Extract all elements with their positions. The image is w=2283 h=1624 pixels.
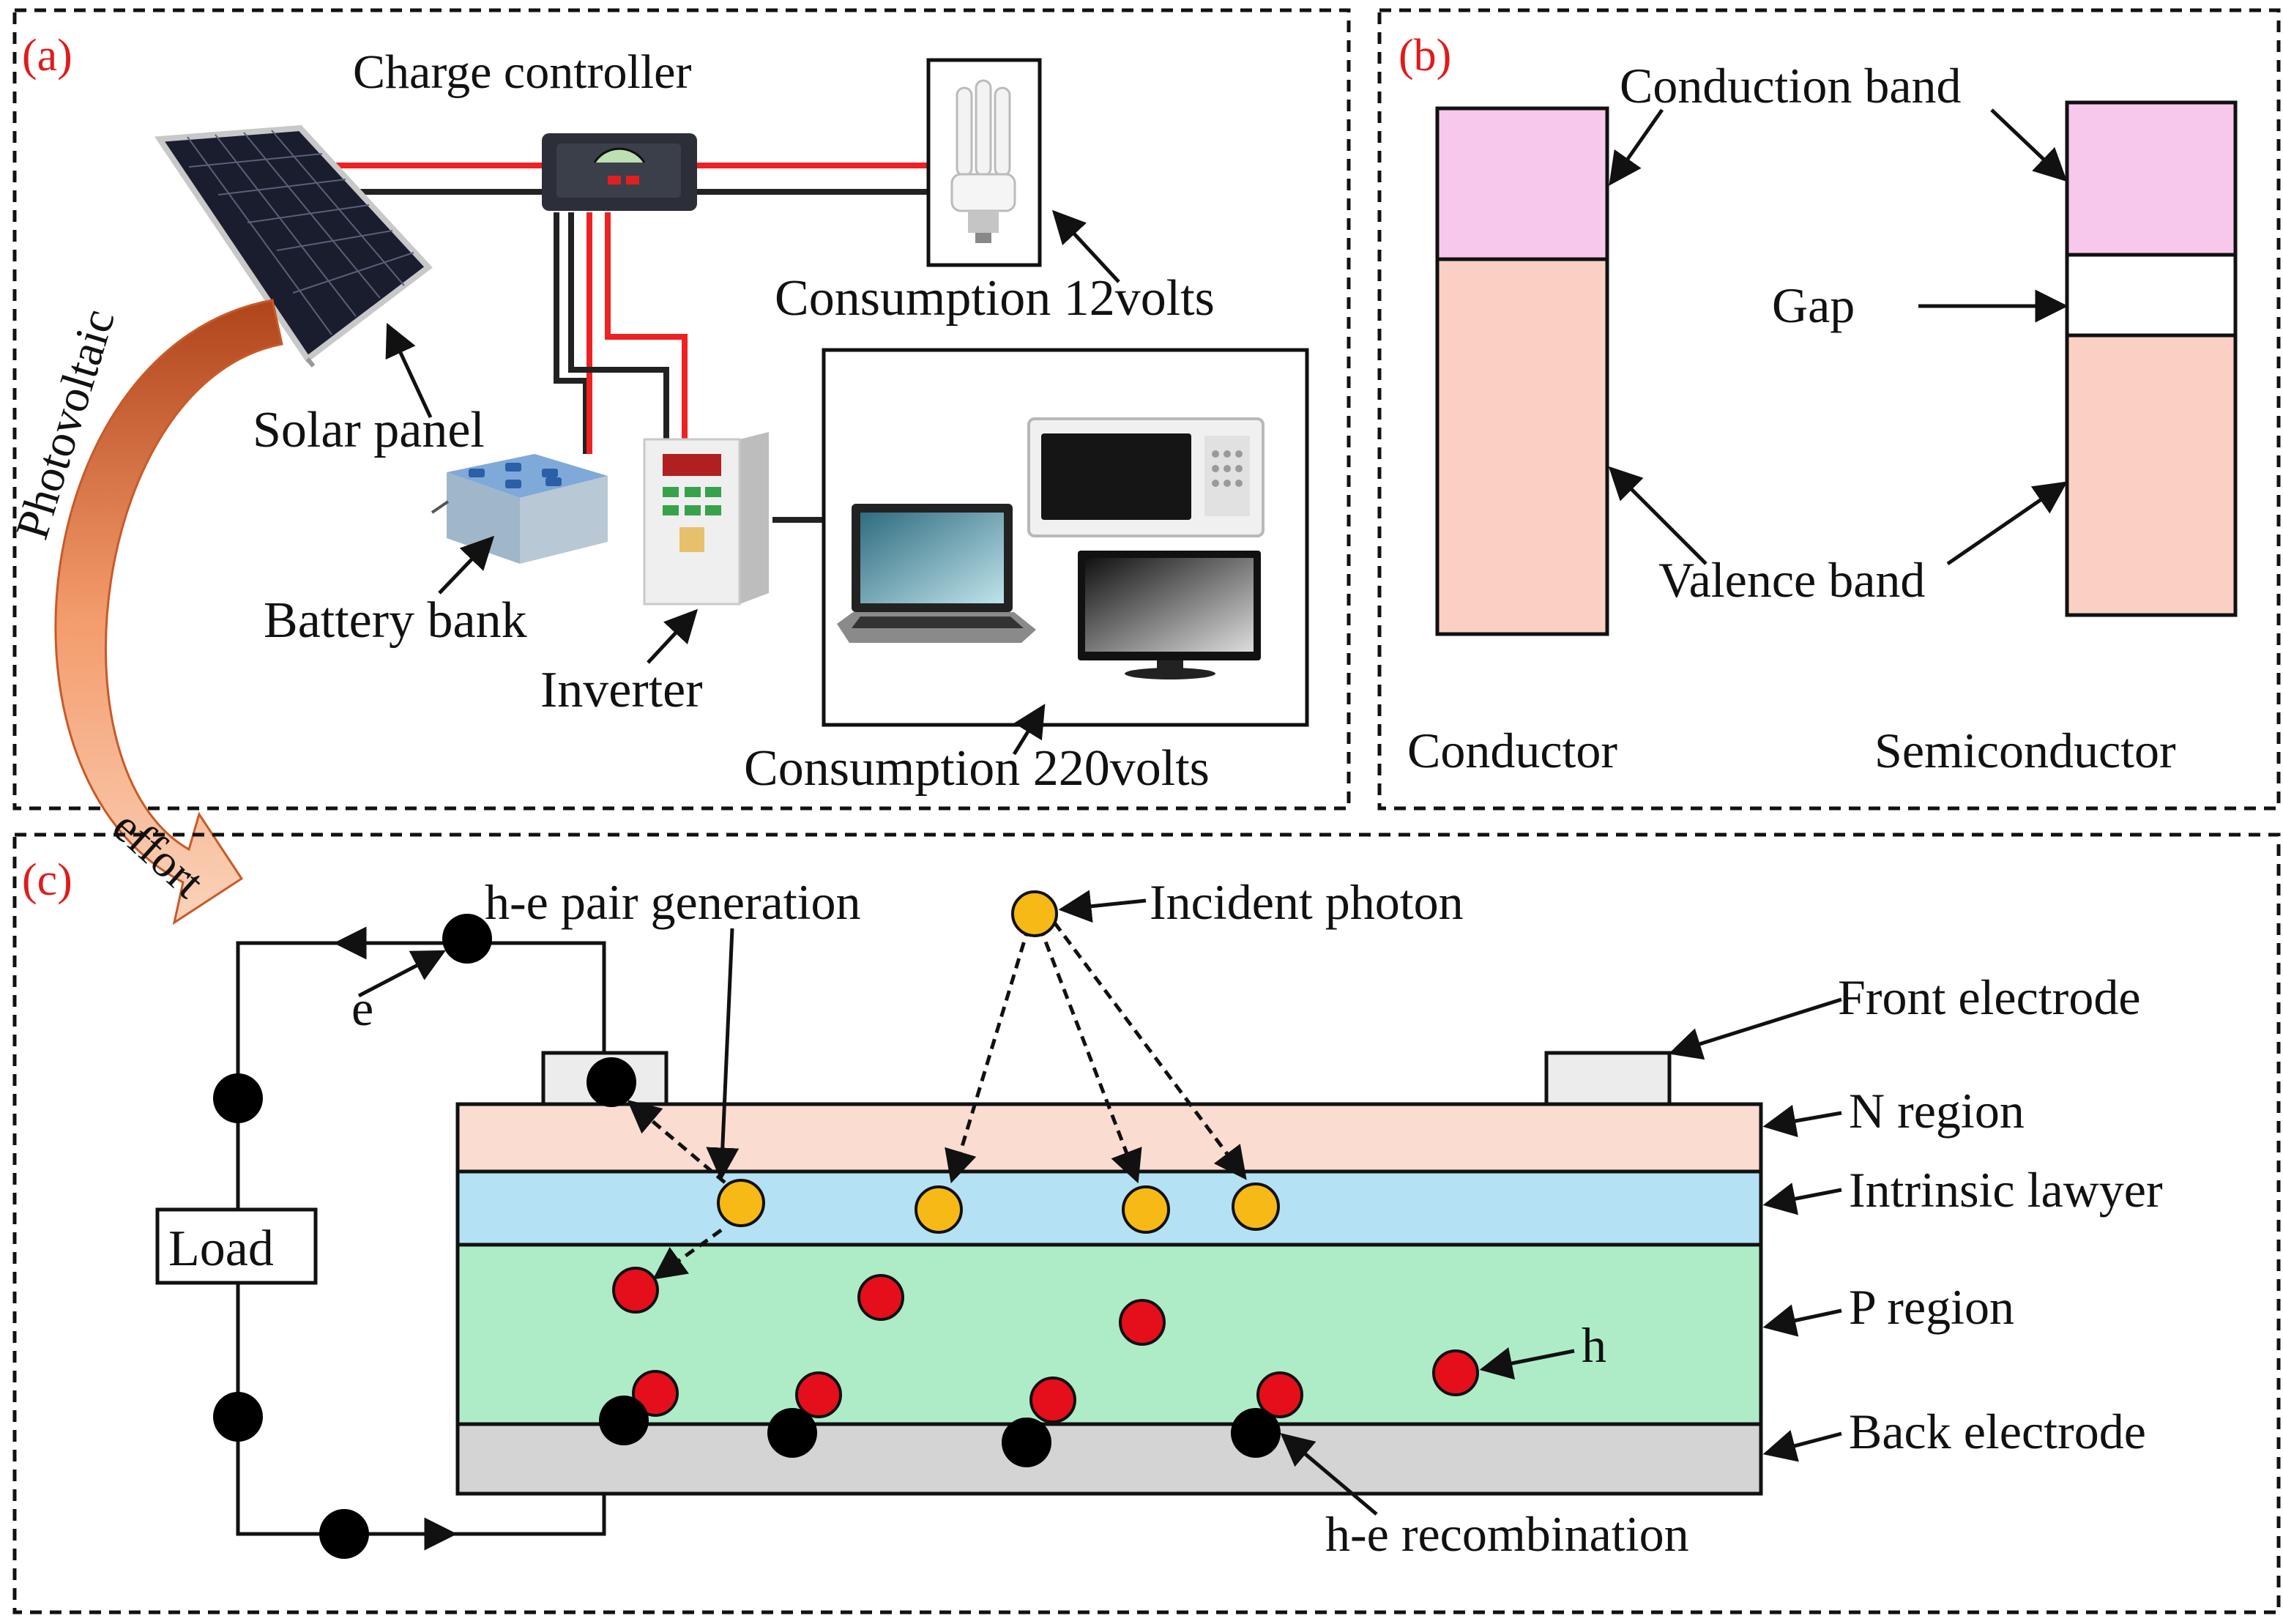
n-region-layer [455, 1102, 1763, 1174]
consumption-12v-label: Consumption 12volts [775, 270, 1215, 327]
hole [1432, 1349, 1479, 1396]
panel-a-tag: (a) [22, 31, 72, 81]
solar-cell [455, 1051, 1763, 1496]
semiconductor-valence-band [2065, 333, 2238, 617]
charge-controller-label: Charge controller [353, 45, 691, 99]
panel-b: (b) Conduction band Gap Valence band Con… [1377, 8, 2281, 811]
holes [612, 1267, 1479, 1423]
photon [1232, 1182, 1280, 1231]
conductor-label: Conductor [1407, 723, 1617, 778]
n-region-label: N region [1849, 1083, 2025, 1139]
panel-a-frame [12, 8, 1351, 811]
recombination-label: h-e recombination [1325, 1506, 1689, 1562]
intrinsic-layer-label: Intrinsic lawyer [1849, 1162, 2163, 1218]
hole [1029, 1377, 1076, 1423]
laptop-icon [837, 504, 1036, 643]
load-label: Load [168, 1221, 274, 1277]
conductor-conduction-band [1435, 106, 1609, 261]
panel-c-frame [12, 833, 2281, 1614]
hole [1119, 1299, 1166, 1346]
solar-panel-label: Solar panel [253, 402, 485, 458]
inverter-icon [643, 432, 769, 606]
hole-label: h [1582, 1317, 1606, 1373]
hole [795, 1371, 842, 1418]
current-direction-arrows [333, 926, 458, 1551]
photons [717, 890, 1280, 1234]
photon [717, 1179, 765, 1227]
circuit-electrons [213, 914, 492, 1559]
cell-electrons [586, 1057, 1281, 1467]
hole [632, 1370, 679, 1417]
electron [599, 1396, 649, 1445]
load-box: Load [155, 1207, 318, 1285]
incident-photon [1011, 890, 1058, 937]
front-electrode-label: Front electrode [1838, 969, 2141, 1025]
panel-b-frame [1377, 8, 2281, 811]
battery-bank-icon [431, 454, 608, 564]
electron [767, 1408, 817, 1458]
electron [1231, 1408, 1281, 1458]
microwave-icon [1027, 417, 1265, 537]
panel-b-pointers [1608, 108, 2068, 566]
wiring [322, 163, 930, 523]
panel-c: (c) Load [12, 833, 2281, 1614]
gap-label: Gap [1772, 278, 1855, 333]
back-electrode-layer [455, 1422, 1763, 1496]
pair-generation-label: h-e pair generation [485, 874, 861, 930]
hole [857, 1274, 904, 1321]
photon [915, 1185, 963, 1234]
electron [1002, 1418, 1051, 1467]
panel-c-pointers [357, 890, 1842, 1516]
panel-a-pointers [385, 209, 1120, 756]
panel-b-tag: (b) [1399, 31, 1451, 81]
inverter-label: Inverter [540, 662, 703, 718]
conductor-valence-band [1435, 257, 1609, 636]
p-region-label: P region [1849, 1279, 2014, 1335]
hole [1256, 1371, 1303, 1418]
solar-panel-icon [154, 124, 433, 368]
television-icon [1078, 551, 1261, 679]
semiconductor-conduction-band [2065, 100, 2238, 257]
conduction-band-label: Conduction band [1620, 58, 1962, 113]
photovoltaic-effort-arrow: Photovoltaic effort [5, 299, 283, 925]
semiconductor-gap [2065, 253, 2238, 338]
panel-c-tag: (c) [22, 855, 72, 905]
semiconductor-band-diagram [2065, 100, 2238, 617]
conductor-band-diagram [1435, 106, 1609, 636]
incident-photon-label: Incident photon [1150, 874, 1464, 930]
battery-bank-label: Battery bank [264, 592, 527, 649]
valence-band-label: Valence band [1658, 552, 1925, 608]
semiconductor-label: Semiconductor [1874, 723, 2176, 778]
hole [612, 1267, 659, 1314]
consumption-220v-label: Consumption 220volts [744, 740, 1210, 797]
photon [1122, 1185, 1170, 1234]
front-electrode-right [1544, 1051, 1672, 1106]
charge-controller-icon [542, 133, 697, 211]
panel-a: (a) [12, 8, 1351, 811]
light-bulb-icon [950, 79, 1016, 243]
electron [586, 1057, 636, 1107]
intrinsic-layer [455, 1169, 1763, 1247]
back-electrode-label: Back electrode [1849, 1404, 2146, 1459]
